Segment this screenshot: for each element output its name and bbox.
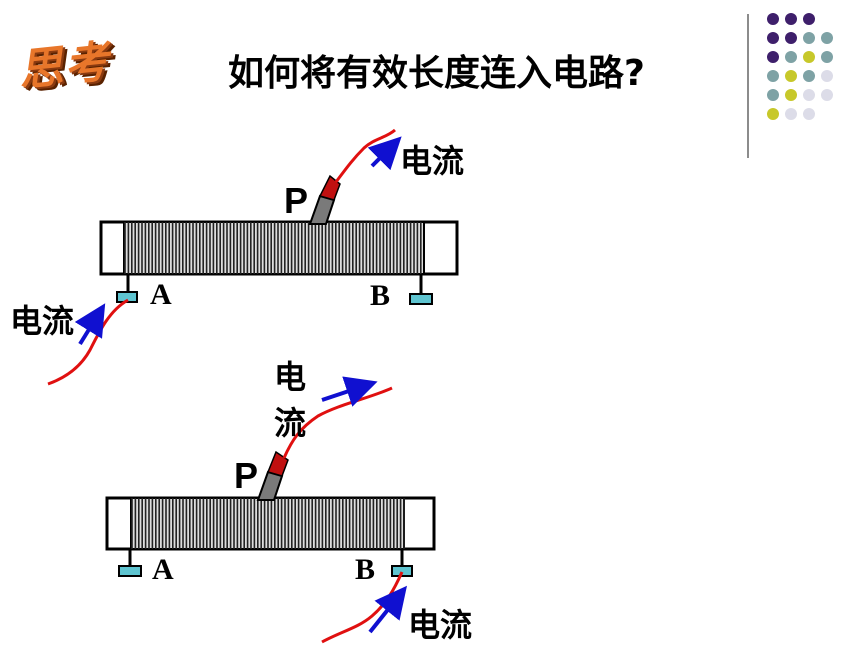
decor-dot xyxy=(767,51,779,63)
decor-dot xyxy=(803,70,815,82)
slider-label-p-1: P xyxy=(284,180,309,221)
current-label-left-1: 电流 xyxy=(10,302,75,340)
terminal-label-a-1: A xyxy=(150,278,172,311)
decor-dot xyxy=(785,51,797,63)
current-label-top-2-line2: 流 xyxy=(274,404,307,442)
page-title: 如何将有效长度连入电路? xyxy=(228,53,645,94)
rheostat-2 xyxy=(105,376,436,644)
decor-dot xyxy=(767,70,779,82)
decor-dot xyxy=(803,13,815,25)
slider-p-1-clip xyxy=(318,174,341,201)
wire-top-1 xyxy=(334,128,396,183)
current-arrow-top-2 xyxy=(321,376,378,407)
rheostat-1 xyxy=(47,128,459,386)
current-label-top-2-line1: 电 xyxy=(274,358,307,396)
decor-dot xyxy=(803,89,815,101)
terminal-a-2 xyxy=(118,565,142,577)
current-label-bottom-2: 电流 xyxy=(408,606,473,644)
current-arrow-left-1 xyxy=(74,303,106,346)
decor-dot xyxy=(821,70,833,82)
decor-dot xyxy=(767,13,779,25)
current-arrow-top-1 xyxy=(367,136,402,171)
slider-p-2 xyxy=(256,470,284,501)
divider-line xyxy=(747,14,749,158)
decor-dot xyxy=(785,89,797,101)
decor-dot xyxy=(767,32,779,44)
decor-dot xyxy=(821,51,833,63)
terminal-b-2 xyxy=(391,565,413,577)
decor-dot xyxy=(767,108,779,120)
current-label-top-1: 电流 xyxy=(400,142,465,180)
slider-p-1 xyxy=(308,194,336,225)
current-arrow-bottom-2 xyxy=(368,585,407,634)
decor-dot xyxy=(803,51,815,63)
wire-left-1 xyxy=(47,298,129,386)
terminal-label-b-1: B xyxy=(370,279,391,312)
decor-dot xyxy=(785,70,797,82)
rheostat-2-coil xyxy=(130,497,405,550)
decorative-dot-grid xyxy=(767,13,833,120)
terminal-label-b-2: B xyxy=(355,553,376,586)
slider-p-2-clip xyxy=(266,450,289,477)
decor-dot xyxy=(821,89,833,101)
decor-dot xyxy=(821,32,833,44)
rheostat-1-coil xyxy=(123,221,425,275)
decor-dot xyxy=(803,32,815,44)
terminal-b-1 xyxy=(409,293,433,305)
decor-dot xyxy=(785,32,797,44)
slider-label-p-2: P xyxy=(234,455,259,496)
terminal-label-a-2: A xyxy=(152,553,174,586)
decor-dot xyxy=(785,108,797,120)
decor-dot xyxy=(767,89,779,101)
decor-dot xyxy=(803,108,815,120)
decor-dot xyxy=(785,13,797,25)
